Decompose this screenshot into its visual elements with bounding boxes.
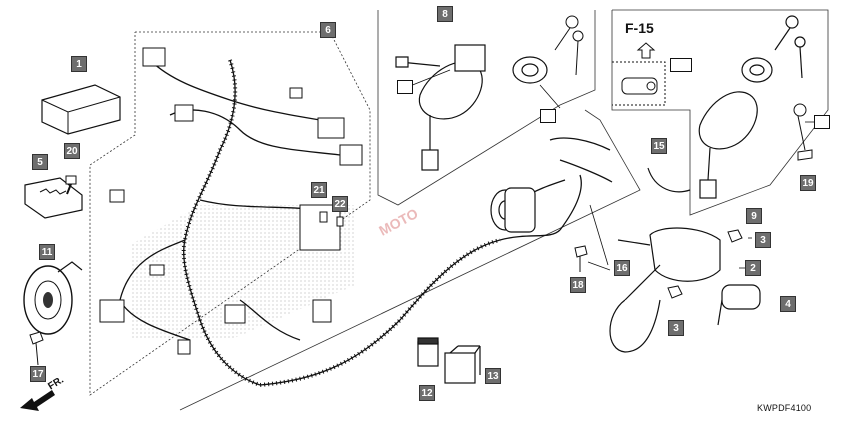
blank-box-9 [814,115,830,129]
part-9-switch [698,15,806,199]
callout-22: 22 [332,196,348,212]
callout-17: 17 [30,366,46,382]
callout-5: 5 [32,154,48,170]
part-5-block [24,177,83,219]
callout-3a: 3 [755,232,771,248]
callout-9: 9 [746,208,762,224]
part-20-screw [65,175,77,195]
callout-12: 12 [419,385,435,401]
blank-box-f15 [670,58,692,72]
callout-19: 19 [800,175,816,191]
callout-2: 2 [745,260,761,276]
part-1-unit [41,84,121,135]
callout-8: 8 [437,6,453,22]
blank-box-8a [397,80,413,94]
ref-label-f15: F-15 [625,20,654,36]
blank-box-8b [540,109,556,123]
callout-16: 16 [614,260,630,276]
part-12-relay [417,337,439,367]
drawing-code: KWPDF4100 [757,403,812,413]
part-18-bolt [574,245,588,272]
watermark-logo: MOTO [376,205,420,239]
callout-6: 6 [320,22,336,38]
callout-13: 13 [485,368,501,384]
relay-cap [490,187,536,233]
frame-group-9 [611,9,829,216]
callout-18: 18 [570,277,586,293]
part-17-bolt [29,331,44,366]
part-8-keys [554,15,584,76]
callout-20: 20 [64,143,80,159]
callout-21: 21 [311,182,327,198]
part-2-coil [609,227,721,353]
part-15-clamp [647,167,691,193]
frame-sub-harness [179,109,641,411]
harness-connectors [99,47,363,355]
part-13-relay [444,345,481,384]
callout-11: 11 [39,244,55,260]
frame-group-6 [89,31,371,396]
frame-group-8 [377,10,596,206]
front-arrow-icon [20,390,55,411]
part-8-keycap [512,56,548,84]
f15-cylinder [612,42,666,106]
part-4-cap [717,284,761,326]
part-11-horn [23,261,83,335]
fuse-parts [319,211,344,227]
part-19-key [793,103,813,161]
svg-text:MOTO: MOTO [376,205,420,239]
callout-4: 4 [780,296,796,312]
part-8-switch [395,44,486,171]
callout-1: 1 [71,56,87,72]
part-3-nuts [667,229,743,299]
callout-15: 15 [651,138,667,154]
callout-3b: 3 [668,320,684,336]
